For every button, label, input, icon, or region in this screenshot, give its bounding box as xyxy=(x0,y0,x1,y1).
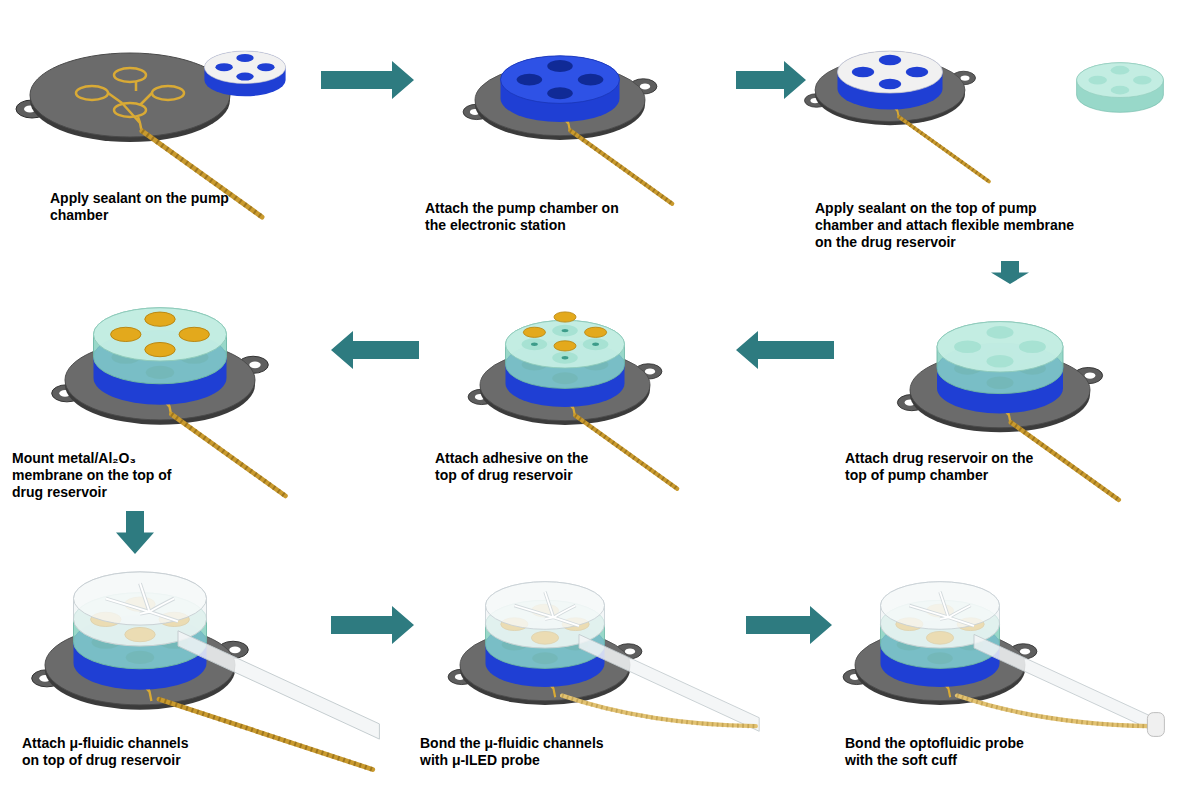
step-caption: Attach adhesive on the top of drug reser… xyxy=(435,450,605,484)
step-box: Attach drug reservoir on the top of pump… xyxy=(840,290,1170,488)
flow-arrow xyxy=(736,331,834,369)
step-box: Mount metal/Al₂O₃ membrane on the top of… xyxy=(5,255,325,505)
step-box: Attach the pump chamber on the electroni… xyxy=(420,5,730,238)
step-box: Bond the optofluidic probe with the soft… xyxy=(838,560,1173,773)
step-caption: Bond the μ-fluidic channels with μ-ILED … xyxy=(420,735,625,769)
step-1-pump xyxy=(204,51,285,96)
step-caption: Attach μ-fluidic channels on top of drug… xyxy=(22,735,207,769)
step-3-reservoir xyxy=(1077,63,1164,113)
step-9-figure xyxy=(843,582,1164,737)
step-caption: Apply sealant on the top of pump chamber… xyxy=(815,200,1090,251)
step-box: Apply sealant on the top of pump chamber… xyxy=(812,5,1172,255)
flow-arrow xyxy=(331,606,414,644)
flow-arrow xyxy=(746,606,832,644)
step-3-figure xyxy=(805,51,990,182)
flow-arrow xyxy=(321,61,414,99)
flow-arrow xyxy=(736,61,806,99)
step-box: Apply sealant on the pump chamber xyxy=(5,5,315,228)
step-caption: Mount metal/Al₂O₃ membrane on the top of… xyxy=(12,450,202,501)
step-box: Attach adhesive on the top of drug reser… xyxy=(425,250,730,488)
flow-arrow xyxy=(116,511,154,554)
step-2-figure xyxy=(463,56,672,204)
step-caption: Attach the pump chamber on the electroni… xyxy=(425,200,620,234)
flow-arrow xyxy=(331,331,419,369)
step-caption: Apply sealant on the pump chamber xyxy=(50,190,230,224)
step-caption: Bond the optofluidic probe with the soft… xyxy=(845,735,1045,769)
step-8-figure xyxy=(448,582,759,732)
step-caption: Attach drug reservoir on the top of pump… xyxy=(845,450,1055,484)
step-box: Attach μ-fluidic channels on top of drug… xyxy=(5,560,325,773)
flow-arrow xyxy=(991,261,1029,284)
step-box: Bond the μ-fluidic channels with μ-ILED … xyxy=(420,560,740,773)
